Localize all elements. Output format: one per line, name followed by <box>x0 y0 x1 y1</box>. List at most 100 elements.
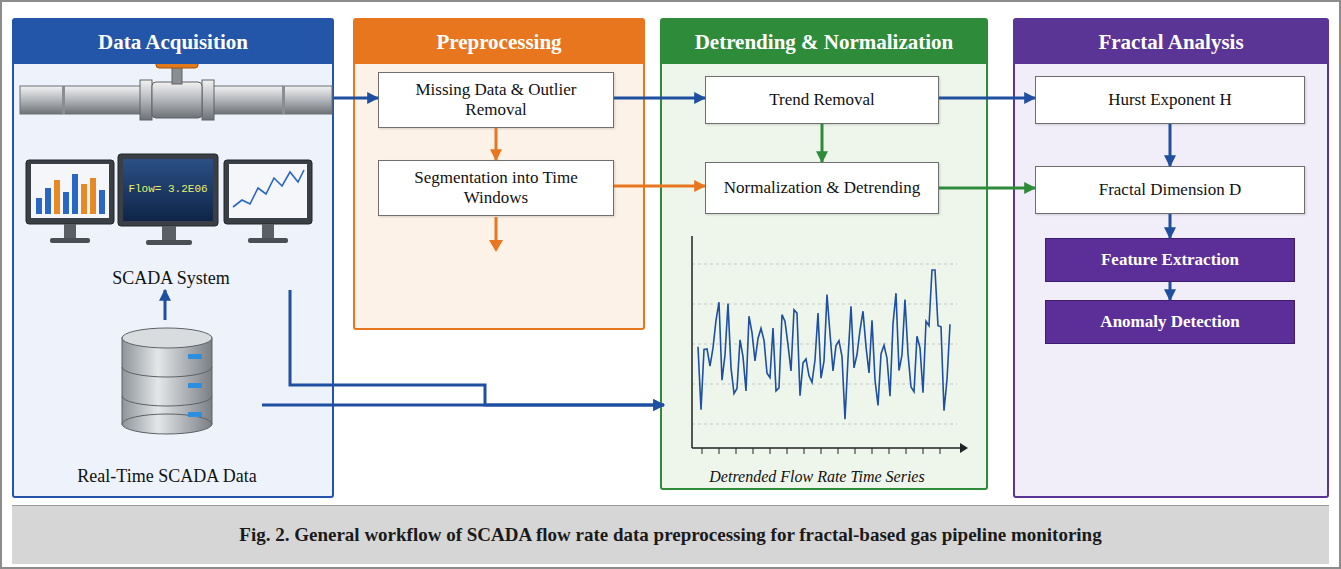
illustration-part <box>156 60 198 68</box>
illustration-part <box>122 367 212 377</box>
fractal-panel: Fractal AnalysisHurst Exponent H Fractal … <box>1013 18 1329 498</box>
illustration-part <box>838 448 839 454</box>
node-text: SCADA System <box>112 268 230 290</box>
illustration-part <box>54 180 60 214</box>
illustration-part <box>152 82 202 118</box>
node-text: Normalization & Detrending <box>724 178 920 198</box>
illustration-part <box>162 226 176 240</box>
panel-title: Data Acquisition <box>14 20 332 64</box>
illustration-part <box>26 160 114 224</box>
illustration-part <box>702 448 703 454</box>
illustration-part <box>692 424 957 425</box>
node-text: Segmentation into Time Windows <box>387 168 605 209</box>
illustration-part <box>36 198 42 214</box>
flow-arrow <box>821 124 824 162</box>
flow-arrow <box>614 97 705 100</box>
illustration-part <box>122 396 212 406</box>
node-text: Detrended Flow Rate Time Series <box>709 467 924 486</box>
caption-text: Fig. 2. General workflow of SCADA flow r… <box>239 524 1101 547</box>
illustration-part <box>923 448 924 454</box>
illustration-part <box>872 448 873 454</box>
flow-arrow <box>262 404 664 407</box>
pipeline-illustration <box>20 60 332 120</box>
flow-arrow <box>1169 282 1172 300</box>
illustration-part <box>282 86 285 114</box>
illustration-part <box>20 86 332 114</box>
illustration-part <box>122 414 212 434</box>
panel-title: Preprocessing <box>355 20 643 64</box>
node-text: Real-Time SCADA Data <box>77 466 256 488</box>
illustration-part <box>123 159 213 221</box>
illustration-part <box>122 338 212 424</box>
illustration-part <box>146 240 192 245</box>
flow-arrow <box>164 290 167 320</box>
illustration-part <box>692 264 957 265</box>
process-box: Trend Removal <box>705 76 939 124</box>
illustration-part <box>45 188 51 214</box>
scada-monitors <box>26 154 312 245</box>
illustration-part <box>736 448 737 454</box>
database-illustration <box>122 328 212 434</box>
illustration-part <box>99 190 105 214</box>
illustration-part <box>770 448 771 454</box>
chart-frame <box>692 236 968 454</box>
process-box: Hurst Exponent H <box>1035 76 1305 124</box>
illustration-part <box>63 192 69 214</box>
illustration-part <box>906 448 907 454</box>
illustration-part <box>248 238 288 243</box>
illustration-part <box>140 80 152 120</box>
illustration-part <box>692 344 957 345</box>
illustration-part <box>719 448 720 454</box>
illustration-part <box>262 224 274 238</box>
segment-arrow <box>489 217 503 252</box>
node-text: Missing Data & Outlier Removal <box>387 80 605 121</box>
illustration-part <box>940 448 941 454</box>
illustration-part <box>72 174 78 214</box>
scada-system-group: SCADA System <box>22 144 320 290</box>
node-text: Hurst Exponent H <box>1108 90 1232 110</box>
flow-arrow <box>1169 214 1172 238</box>
detrending-panel: Detrending & NormalizationTrend RemovalN… <box>660 18 988 490</box>
panel-title: Fractal Analysis <box>1015 20 1327 64</box>
panel-title: Detrending & Normalization <box>662 20 986 64</box>
process-box: Normalization & Detrending <box>705 162 939 214</box>
preprocessing-panel: PreprocessingMissing Data & Outlier Remo… <box>353 18 645 330</box>
process-box: Segmentation into Time Windows <box>378 160 614 216</box>
illustration-part <box>495 217 498 242</box>
node-text: Fractal Dimension D <box>1099 180 1242 200</box>
illustration-part <box>224 160 312 224</box>
illustration-part <box>64 224 76 238</box>
illustration-part <box>202 80 214 120</box>
illustration-part <box>787 448 788 454</box>
process-box: Fractal Dimension D <box>1035 166 1305 214</box>
flow-series <box>698 270 950 419</box>
chart-panel: Detrended Flow Rate Time Series <box>664 230 970 486</box>
illustration-part <box>122 328 212 348</box>
flow-arrow <box>939 97 1035 100</box>
illustration-part <box>90 178 96 214</box>
illustration-part <box>233 170 304 207</box>
flow-arrow <box>939 187 1035 190</box>
illustration-part <box>960 443 968 453</box>
flow-arrow <box>495 128 498 160</box>
illustration-part <box>804 448 805 454</box>
node-text: Trend Removal <box>769 90 875 110</box>
illustration-part <box>188 354 202 359</box>
acquisition-panel: Data AcquisitionSCADA SystemReal-Time SC… <box>12 18 334 498</box>
feature-box: Anomaly Detection <box>1045 300 1295 344</box>
illustration-part <box>489 240 503 252</box>
feature-box: Feature Extraction <box>1045 238 1295 282</box>
flow-arrow <box>614 185 705 188</box>
flow-arrow <box>334 97 378 100</box>
illustration-part <box>188 383 202 388</box>
flow-arrow <box>1169 124 1172 166</box>
node-text: Anomaly Detection <box>1100 312 1239 332</box>
illustration-part <box>50 238 90 243</box>
illustration-part <box>229 164 307 218</box>
database-group: Real-Time SCADA Data <box>72 320 262 488</box>
illustration-part <box>691 236 693 448</box>
illustration-part <box>31 164 109 218</box>
illustration-part <box>188 412 202 417</box>
illustration-part <box>692 304 957 305</box>
illustration-part <box>889 448 890 454</box>
